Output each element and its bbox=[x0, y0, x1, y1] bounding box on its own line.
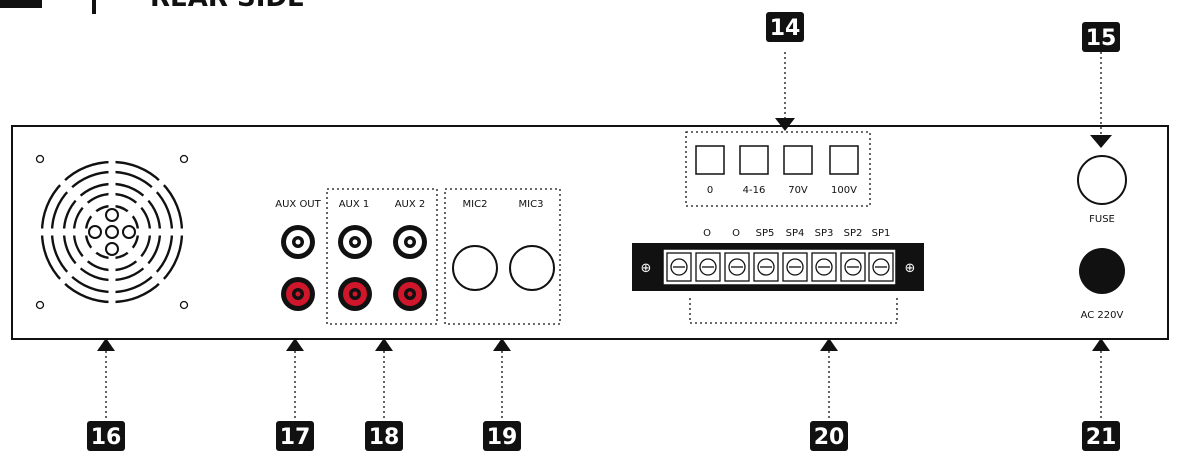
callout-16: 16 bbox=[87, 421, 125, 451]
voltage-label-4-16: 4-16 bbox=[743, 185, 766, 196]
mount-screw-icon: ⊕ bbox=[905, 261, 916, 276]
terminal-screw-1[interactable] bbox=[666, 252, 692, 282]
terminal-label-sp1: SP1 bbox=[872, 228, 891, 239]
terminal-screw-7[interactable] bbox=[840, 252, 866, 282]
terminal-screw-2[interactable] bbox=[695, 252, 721, 282]
callout-19: 19 bbox=[483, 421, 521, 451]
aux-out-label: AUX OUT bbox=[275, 199, 321, 210]
voltage-label-100v: 100V bbox=[831, 185, 857, 196]
voltage-switch-70v[interactable] bbox=[783, 145, 813, 175]
screw-hole bbox=[179, 300, 189, 310]
callout-17: 17 bbox=[276, 421, 314, 451]
arrow-down-icon bbox=[775, 118, 795, 131]
mic3-jack[interactable] bbox=[509, 245, 555, 291]
svg-text:18: 18 bbox=[369, 425, 400, 450]
arrow-up-icon bbox=[493, 338, 511, 351]
header-mark-left bbox=[0, 0, 42, 8]
aux2-white-rca-jack[interactable] bbox=[393, 225, 427, 259]
terminal-screw-6[interactable] bbox=[811, 252, 837, 282]
aux2-label: AUX 2 bbox=[395, 199, 426, 210]
screw-hole bbox=[35, 300, 45, 310]
voltage-selector-box bbox=[685, 131, 871, 207]
svg-text:14: 14 bbox=[770, 16, 801, 41]
fuse-holder[interactable] bbox=[1077, 155, 1127, 205]
mic2-jack[interactable] bbox=[452, 245, 498, 291]
arrow-up-icon bbox=[820, 338, 838, 351]
aux2-red-rca-jack[interactable] bbox=[393, 277, 427, 311]
svg-text:21: 21 bbox=[1086, 425, 1117, 450]
voltage-label-0: 0 bbox=[707, 185, 713, 196]
aux1-red-rca-jack[interactable] bbox=[338, 277, 372, 311]
screw-hole bbox=[179, 154, 189, 164]
terminal-screw-3[interactable] bbox=[724, 252, 750, 282]
ac-label: AC 220V bbox=[1081, 310, 1124, 321]
callout-18: 18 bbox=[365, 421, 403, 451]
arrow-up-icon bbox=[97, 338, 115, 351]
callout-20: 20 bbox=[810, 421, 848, 451]
header-divider bbox=[92, 0, 96, 14]
svg-text:19: 19 bbox=[487, 425, 518, 450]
voltage-label-70v: 70V bbox=[788, 185, 808, 196]
terminal-screw-4[interactable] bbox=[753, 252, 779, 282]
callout-15: 15 bbox=[1082, 22, 1120, 52]
voltage-switch-4-16[interactable] bbox=[739, 145, 769, 175]
rear-panel bbox=[11, 125, 1169, 340]
terminal-label-sp5: SP5 bbox=[756, 228, 775, 239]
svg-text:16: 16 bbox=[91, 425, 122, 450]
arrow-up-icon bbox=[286, 338, 304, 351]
terminal-screw-8[interactable] bbox=[868, 252, 894, 282]
svg-text:17: 17 bbox=[280, 425, 311, 450]
screw-hole bbox=[35, 154, 45, 164]
header-title: REAR SIDE bbox=[150, 0, 305, 13]
arrow-up-icon bbox=[1092, 338, 1110, 351]
mount-screw-icon: ⊕ bbox=[641, 261, 652, 276]
mic2-label: MIC2 bbox=[463, 199, 488, 210]
svg-text:15: 15 bbox=[1086, 26, 1117, 51]
terminal-label-sp4: SP4 bbox=[786, 228, 805, 239]
voltage-switch-0[interactable] bbox=[695, 145, 725, 175]
terminal-screw-5[interactable] bbox=[782, 252, 808, 282]
svg-text:20: 20 bbox=[814, 425, 845, 450]
callout-14: 14 bbox=[766, 12, 804, 42]
terminal-label-o1: O bbox=[703, 228, 711, 239]
terminal-label-sp3: SP3 bbox=[815, 228, 834, 239]
terminal-label-sp2: SP2 bbox=[844, 228, 863, 239]
mic3-label: MIC3 bbox=[519, 199, 544, 210]
aux1-white-rca-jack[interactable] bbox=[338, 225, 372, 259]
fan-grille bbox=[35, 154, 189, 310]
ac-power-inlet[interactable] bbox=[1079, 248, 1125, 294]
aux1-label: AUX 1 bbox=[339, 199, 370, 210]
voltage-switch-100v[interactable] bbox=[829, 145, 859, 175]
arrow-up-icon bbox=[375, 338, 393, 351]
terminal-label-o2: O bbox=[732, 228, 740, 239]
fuse-label: FUSE bbox=[1089, 214, 1115, 225]
arrow-down-icon bbox=[1090, 135, 1112, 148]
aux-out-white-rca-jack[interactable] bbox=[281, 225, 315, 259]
aux-input-group-box bbox=[326, 188, 438, 325]
callout-21: 21 bbox=[1082, 421, 1120, 451]
aux-out-red-rca-jack[interactable] bbox=[281, 277, 315, 311]
